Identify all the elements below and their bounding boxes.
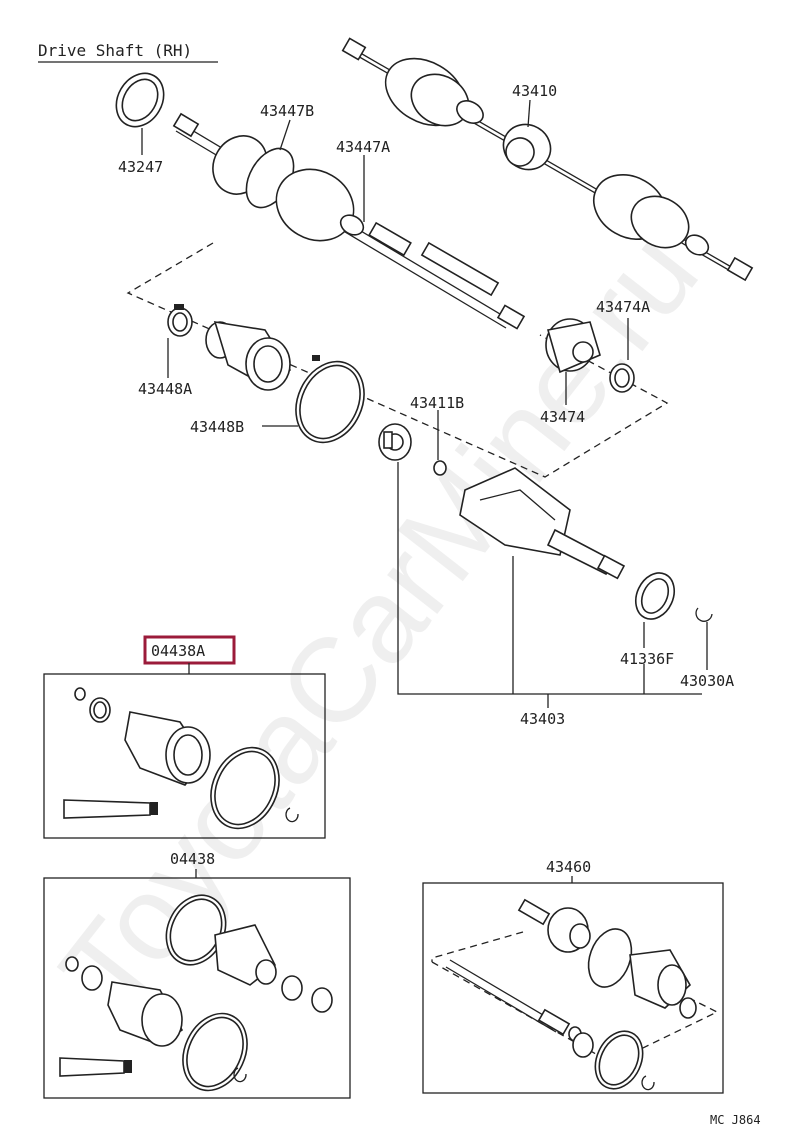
snap-ring-43411B[interactable] [433,460,447,476]
kit-box-43460[interactable] [422,882,724,1094]
label-43447B: 43447B [260,102,314,120]
kit-box-04438[interactable] [43,877,351,1099]
label-04438A[interactable]: 04438A [151,642,205,660]
leader-43403 [397,462,702,695]
label-43247: 43247 [118,158,163,176]
inboard-joint-assembly[interactable] [172,112,526,330]
snap-ring-43030A[interactable] [695,607,713,622]
kit-04438A-contents [63,687,299,830]
label-41336F: 41336F [620,650,674,668]
kit-04438-contents [59,894,333,1092]
kit-43460-dash [431,931,719,1064]
leader-43410 [527,99,531,128]
diagram-title: Drive Shaft (RH) [38,41,192,60]
kit-43460-contents [445,898,697,1091]
boot-inboard[interactable] [205,321,292,391]
label-43448A: 43448A [138,380,192,398]
outer-joint-housing-43403[interactable] [459,467,626,580]
seal-41336F[interactable] [629,567,682,626]
clamp-band-43448B[interactable] [283,350,377,453]
label-43474: 43474 [540,408,585,426]
watermark-text: ToyotaCarMine.ru [35,207,724,1036]
tripod-joint[interactable] [378,423,412,461]
drive-shaft-assembly-43410[interactable] [341,37,754,282]
label-04438: 04438 [170,850,215,868]
kit-box-04438A[interactable] [43,673,326,839]
label-43460: 43460 [546,858,591,876]
label-43447A: 43447A [336,138,390,156]
ring-43247[interactable] [107,65,173,135]
label-43030A: 43030A [680,672,734,690]
leader-43447B [279,119,291,151]
label-43403: 43403 [520,710,565,728]
label-43448B: 43448B [190,418,244,436]
damper-43474[interactable] [545,318,601,374]
footer-code: MC J864 [710,1113,761,1127]
label-43411B: 43411B [410,394,464,412]
clamp-43448A[interactable] [167,304,193,337]
label-43474A: 43474A [596,298,650,316]
label-43410: 43410 [512,82,557,100]
clamp-43474A[interactable] [609,363,635,393]
